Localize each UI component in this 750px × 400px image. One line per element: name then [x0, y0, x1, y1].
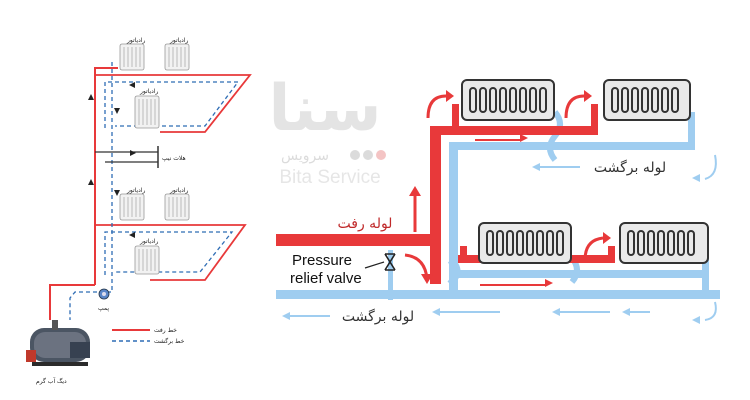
arrow-icon: [421, 274, 433, 284]
radiator-label: رادیاتور: [169, 187, 189, 194]
arrow-icon: [520, 134, 528, 142]
lower-radiator-1: [478, 222, 572, 264]
supply-upper-radiator1-feed: [452, 104, 459, 135]
red-straight-arrows: [475, 139, 545, 286]
radiator-icon: [119, 193, 145, 221]
upper-radiator-1: [461, 79, 555, 121]
arrow-icon: [409, 186, 421, 196]
radiator-label: رادیاتور: [139, 88, 159, 95]
watermark-dot: [376, 150, 386, 160]
lower-branch-return: [458, 270, 703, 278]
watermark-subtitle-en: Bita Service: [279, 167, 380, 188]
arrow-icon: [88, 94, 94, 100]
boiler-supply-pipe: [49, 284, 95, 320]
main-return-pipe: [69, 62, 113, 320]
pump-icon: [98, 288, 110, 300]
upper-floor-return-loop: [104, 81, 240, 128]
arrow-icon: [692, 174, 700, 182]
watermark-logo: سنا سرویس Bita Service: [268, 72, 386, 188]
arrow-icon: [129, 232, 135, 238]
radiator-icon: [164, 43, 190, 71]
arrow-icon: [564, 94, 585, 119]
arrow-icon: [622, 308, 630, 316]
radiator-icon: [119, 43, 145, 71]
watermark-logo-text: سنا: [268, 72, 381, 146]
arrow-icon: [704, 301, 717, 321]
arrow-icon: [446, 90, 454, 102]
arrow-icon: [282, 312, 290, 320]
arrow-icon: [704, 154, 717, 180]
arrow-icon: [692, 316, 700, 324]
radiator-label: رادیاتور: [126, 187, 146, 194]
lower-radiator-2: [619, 222, 709, 264]
bathroom-branch: [95, 151, 158, 163]
supply-upper-radiator2-feed: [591, 104, 598, 135]
left-flow-arrows: [88, 82, 136, 238]
supply-main-inlet: [276, 234, 441, 246]
radiator-label: رادیاتور: [126, 37, 146, 44]
arrow-icon: [88, 179, 94, 185]
arrow-icon: [114, 190, 120, 196]
riser-bend: [447, 257, 461, 287]
supply-riser-pipe: [94, 67, 118, 285]
arrow-icon: [130, 150, 136, 156]
lower-floor-return-loop: [104, 231, 234, 275]
lower-floor-supply-loop: [95, 224, 247, 281]
arrow-icon: [583, 236, 604, 261]
radiator-label: رادیاتور: [169, 37, 189, 44]
legend: خط رفت خط برگشت: [112, 327, 185, 345]
arrow-icon: [432, 308, 440, 316]
arrow-icon: [545, 279, 553, 287]
supply-upper-branch: [430, 126, 592, 135]
supply-lower-radiator1-feed: [460, 246, 467, 263]
watermark-subtitle-fa: سرویس: [281, 148, 329, 164]
left-schematic: رادیاتور رادیاتور رادیاتور رادیاتور رادی…: [26, 37, 252, 385]
boiler-icon: [26, 320, 90, 366]
return-pipes: [276, 112, 720, 300]
red-arrow-heads: [409, 90, 611, 287]
supply-lower-radiator2-feed: [608, 246, 615, 263]
arrow-icon: [129, 82, 135, 88]
return-pipe-label-upper: لوله برگشت: [594, 159, 666, 176]
upper-radiator2-return-drop: [688, 112, 695, 150]
arrow-icon: [532, 163, 540, 171]
left-radiators: [119, 43, 190, 275]
pump-label: پمپ: [98, 305, 109, 312]
lower-radiator2-return-drop: [702, 255, 709, 299]
arrow-icon: [426, 94, 447, 119]
blue-return-arrows: [282, 154, 717, 324]
valve-icon: [364, 253, 396, 271]
supply-riser: [430, 126, 441, 284]
legend-return-label: خط برگشت: [154, 337, 185, 345]
relief-valve-pipe: [388, 250, 393, 300]
arrow-icon: [603, 232, 611, 244]
relief-valve-label-line2: relief valve: [290, 270, 362, 287]
watermark-dot: [363, 150, 373, 160]
radiator-icon: [134, 245, 160, 275]
return-pipe-label-lower: لوله برگشت: [342, 308, 414, 325]
radiator-icon: [134, 95, 160, 129]
right-diagram: لوله رفت لوله برگشت لوله برگشت Pressure …: [276, 79, 720, 325]
upper-return-loop: [547, 110, 563, 162]
radiator-label: رادیاتور: [139, 238, 159, 245]
relief-valve-label-line1: Pressure: [292, 252, 352, 269]
return-upper-branch: [449, 142, 692, 150]
legend-supply-label: خط رفت: [154, 327, 177, 334]
upper-radiator-2: [603, 79, 691, 121]
arrow-icon: [114, 108, 120, 114]
supply-pipe-label: لوله رفت: [338, 216, 393, 232]
watermark-dot: [350, 150, 360, 160]
upper-floor-supply-loop: [95, 74, 252, 133]
radiator-icon: [164, 193, 190, 221]
arrow-icon: [584, 90, 592, 102]
arrow-icon: [552, 308, 560, 316]
bathroom-label: هلات نیپ: [162, 155, 186, 162]
return-main-bottom: [276, 290, 720, 299]
boiler-label: دیگ آب گرم: [36, 376, 67, 385]
return-riser: [449, 142, 458, 299]
